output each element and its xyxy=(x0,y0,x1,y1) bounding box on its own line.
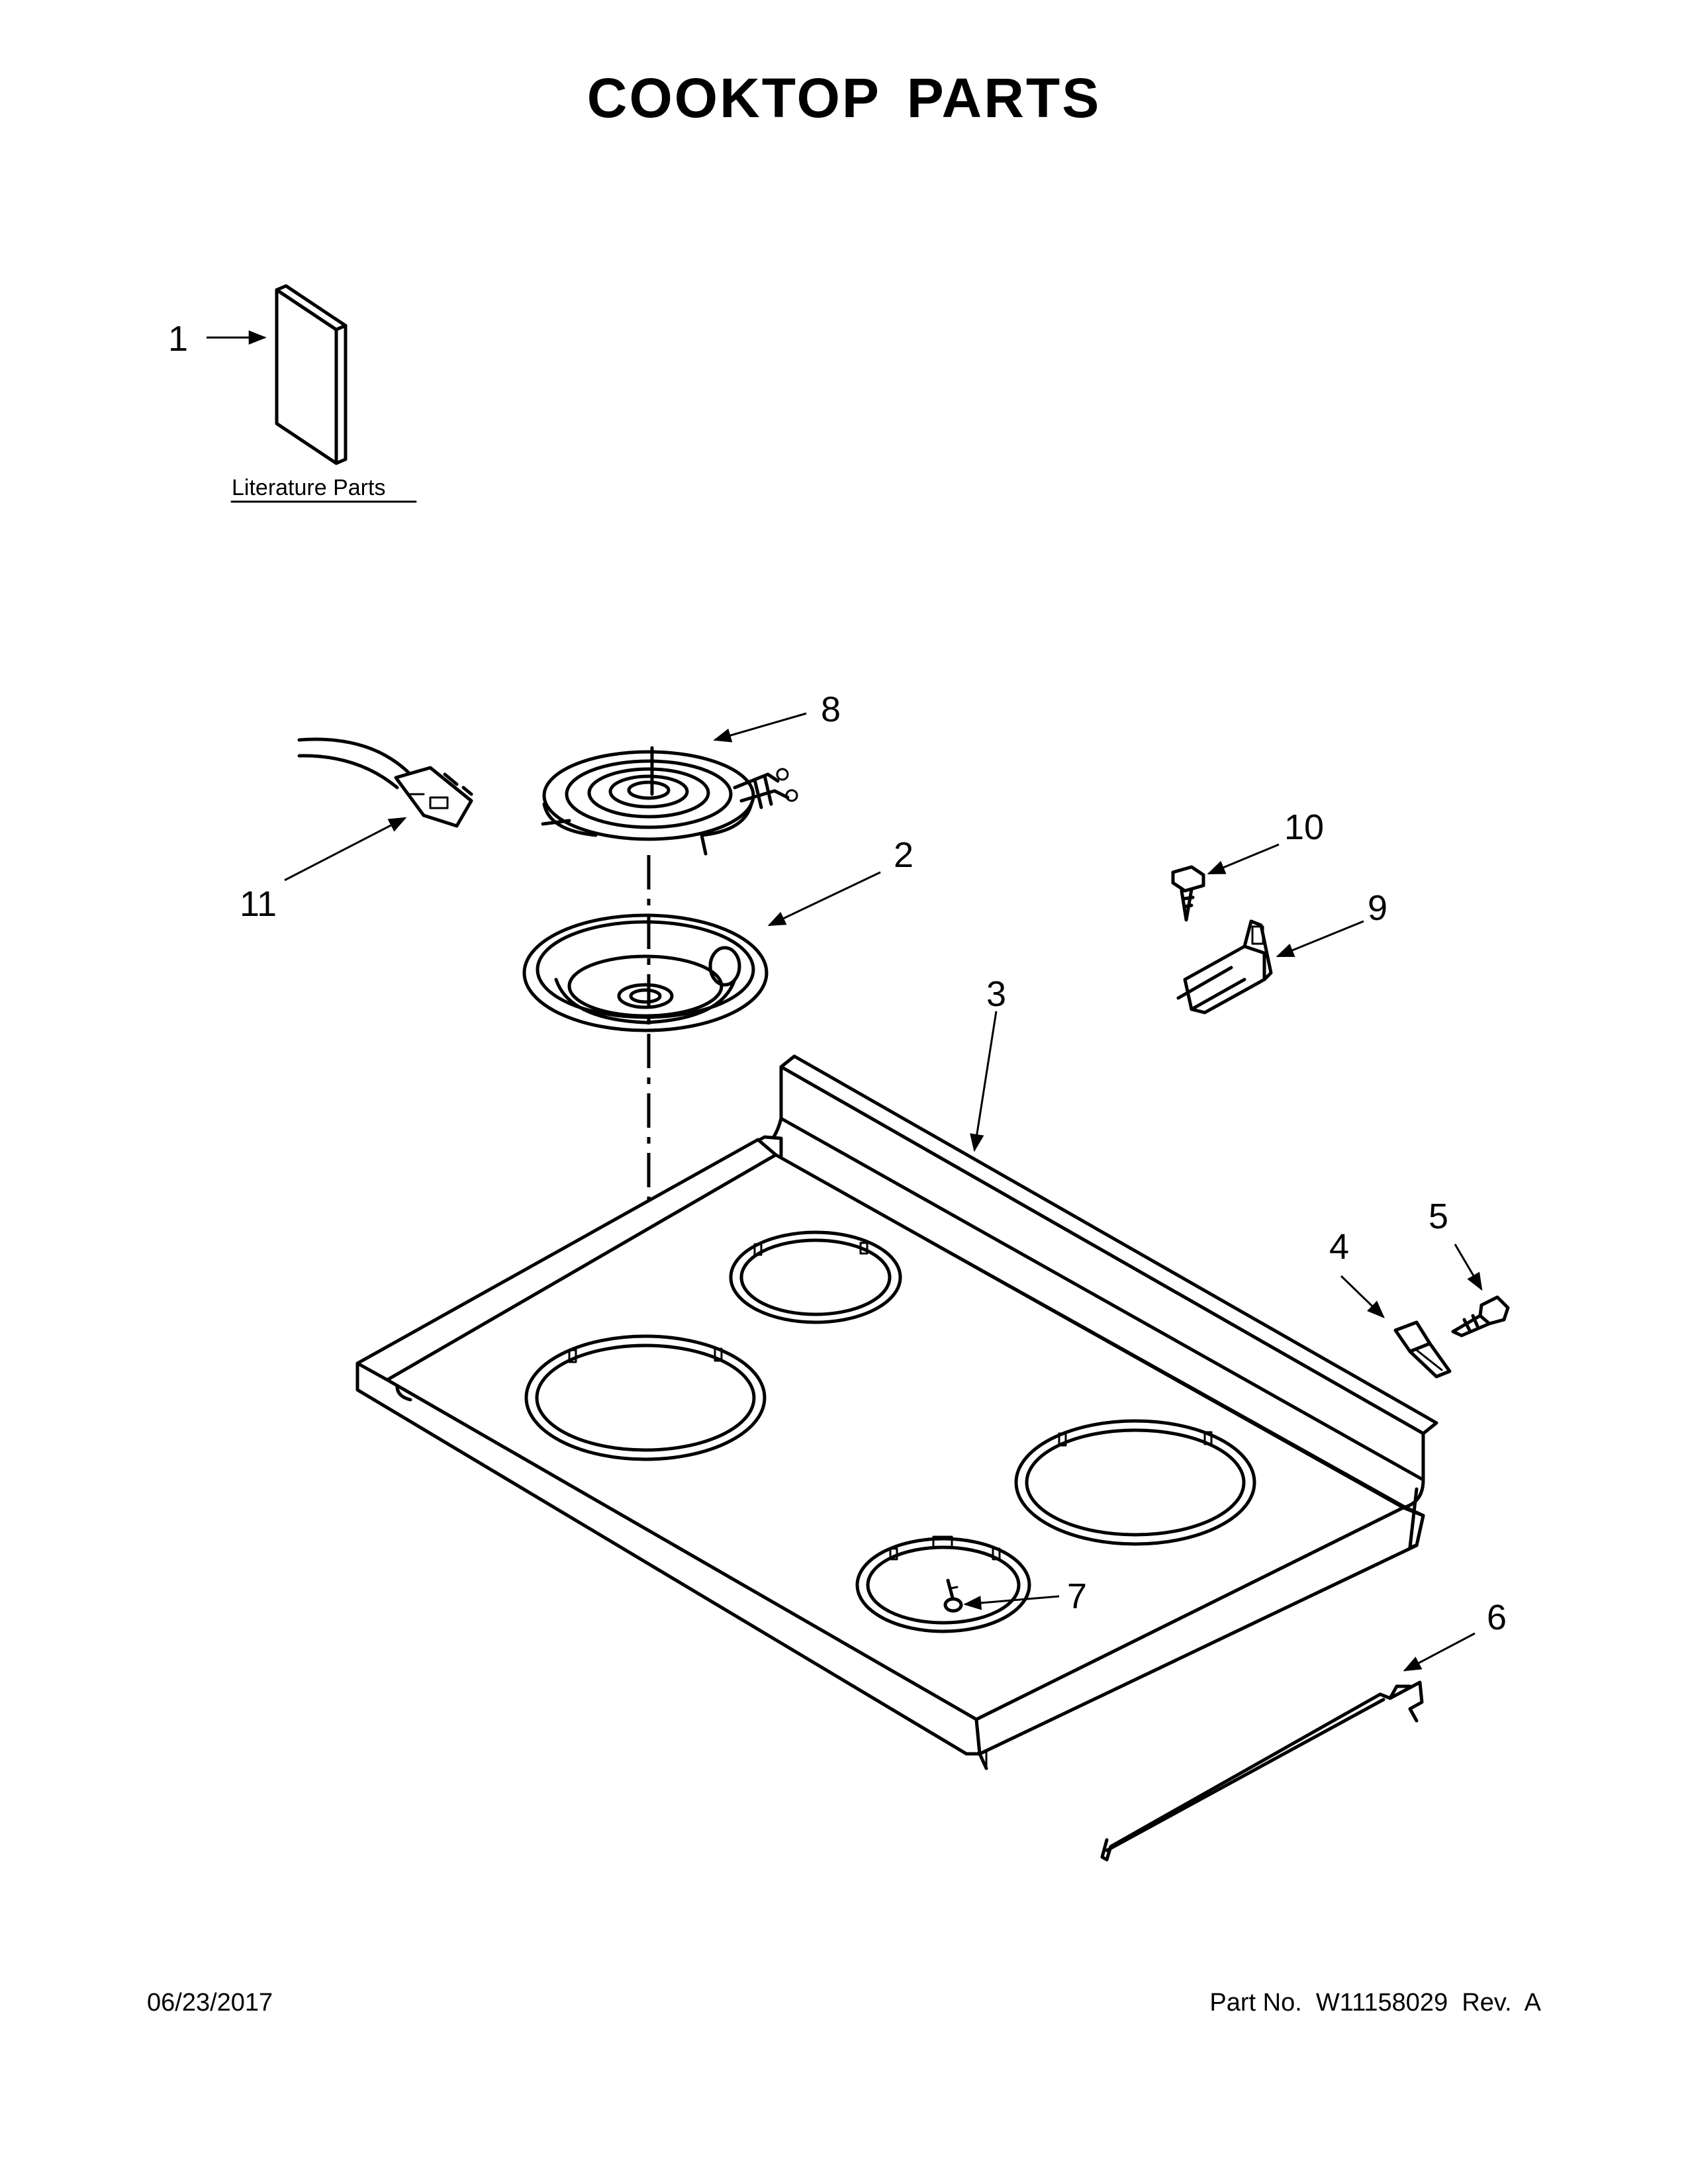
screw-part-5[interactable] xyxy=(1451,1295,1510,1338)
callout-11-leader xyxy=(284,817,407,882)
callout-10[interactable]: 10 xyxy=(1284,807,1324,847)
bracket-part-9[interactable] xyxy=(1176,919,1273,1015)
callout-6[interactable]: 6 xyxy=(1487,1598,1507,1637)
callout-3-leader xyxy=(970,1011,998,1152)
footer-date: 06/23/2017 xyxy=(147,1989,273,2017)
callout-11[interactable]: 11 xyxy=(240,884,277,924)
callout-7-leader xyxy=(963,1595,1060,1610)
drip-bowl-part[interactable] xyxy=(522,913,769,1032)
cooktop-main-top-part[interactable] xyxy=(355,1054,1438,1770)
callout-9-leader xyxy=(1276,920,1364,958)
callout-8-leader xyxy=(713,712,807,743)
callout-5-leader xyxy=(1454,1244,1483,1291)
callout-3[interactable]: 3 xyxy=(986,974,1006,1014)
page-title: COOKTOP PARTS xyxy=(586,67,1102,129)
callout-2[interactable]: 2 xyxy=(894,835,914,875)
callout-8[interactable]: 8 xyxy=(821,690,841,729)
callout-5[interactable]: 5 xyxy=(1429,1197,1448,1236)
callout-4[interactable]: 4 xyxy=(1329,1227,1349,1267)
callout-2-leader xyxy=(767,871,881,927)
footer-part-number: Part No. W11158029 Rev. A xyxy=(1209,1989,1541,2017)
support-rod-part-6[interactable] xyxy=(1100,1680,1424,1862)
callout-7[interactable]: 7 xyxy=(1067,1576,1087,1616)
surface-element-coil-part[interactable] xyxy=(541,746,798,856)
literature-parts-link[interactable]: Literature Parts xyxy=(232,475,385,500)
callout-6-leader xyxy=(1403,1632,1476,1672)
callout-9[interactable]: 9 xyxy=(1368,888,1387,928)
literature-booklet-part[interactable] xyxy=(275,284,348,465)
screw-part-10[interactable] xyxy=(1171,865,1205,922)
clip-part-4[interactable] xyxy=(1393,1320,1452,1379)
callout-10-leader xyxy=(1207,843,1280,875)
callout-1[interactable]: 1 xyxy=(168,319,188,359)
screw-part-7[interactable] xyxy=(943,1578,963,1613)
callout-4-leader xyxy=(1340,1275,1385,1318)
terminal-block-wire-part[interactable] xyxy=(297,737,473,828)
